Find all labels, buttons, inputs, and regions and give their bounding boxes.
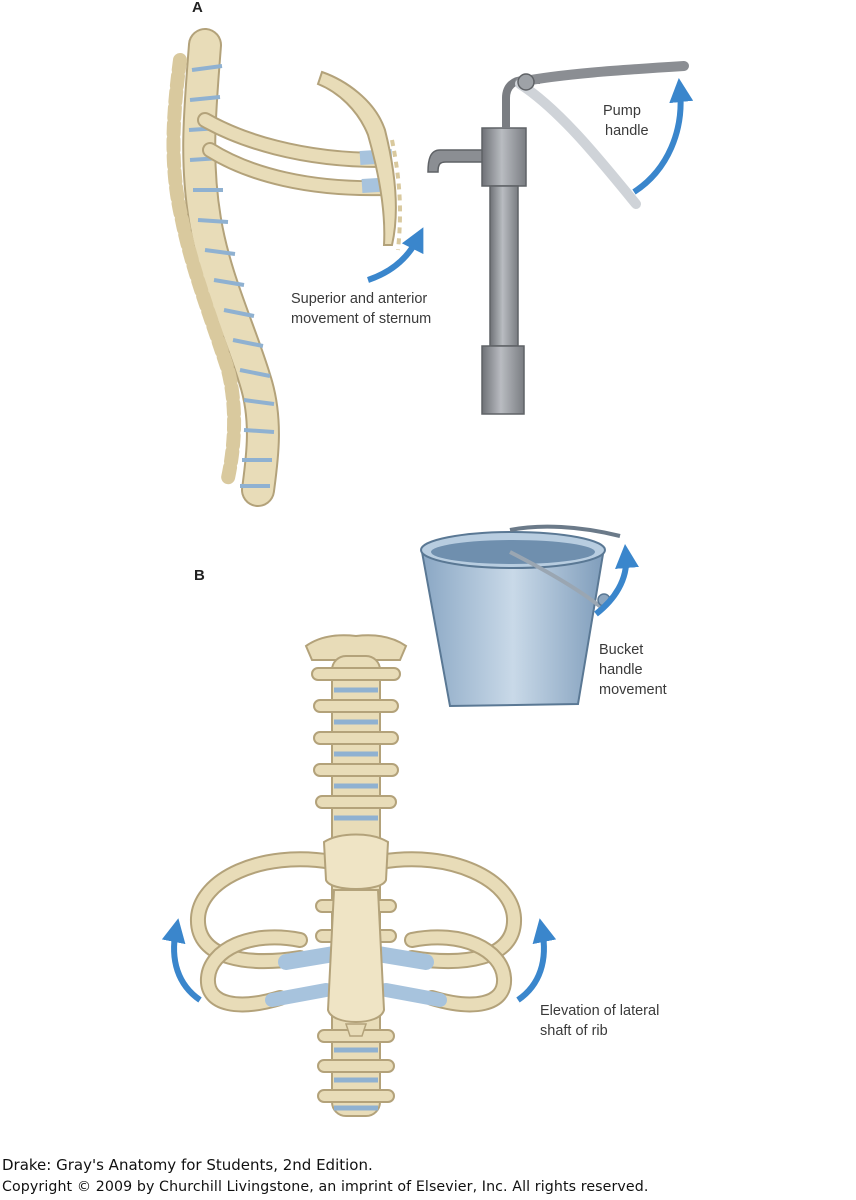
label-bucket-3: movement (599, 682, 667, 698)
sternum-arrow-icon (367, 227, 424, 283)
credit-source: Drake: Gray's Anatomy for Students, 2nd … (2, 1156, 373, 1174)
rib-arrow-left-icon (161, 918, 202, 1003)
pump-arrow-icon (632, 78, 694, 195)
pump-illustration (427, 61, 689, 415)
label-bucket-2: handle (599, 662, 643, 678)
anterior-ribs (190, 851, 522, 1013)
label-sternum-2: movement of sternum (291, 311, 432, 327)
panel-label-b: B (194, 567, 205, 584)
rib-arrow-right-icon (516, 918, 557, 1003)
bucket-arrow-icon (594, 544, 639, 617)
bucket-illustration (420, 524, 621, 708)
label-bucket-1: Bucket (599, 642, 644, 658)
sternum-lateral (316, 70, 402, 251)
label-pump-2: handle (605, 123, 649, 139)
panel-label-a: A (192, 0, 203, 16)
label-rib-2: shaft of rib (540, 1023, 608, 1039)
sternum-anterior (322, 833, 390, 1037)
label-pump-1: Pump (603, 103, 641, 119)
label-rib-1: Elevation of lateral (540, 1003, 660, 1019)
label-sternum-1: Superior and anterior (291, 291, 428, 307)
credit-copyright: Copyright © 2009 by Churchill Livingston… (2, 1179, 649, 1195)
lateral-spine (166, 28, 280, 507)
